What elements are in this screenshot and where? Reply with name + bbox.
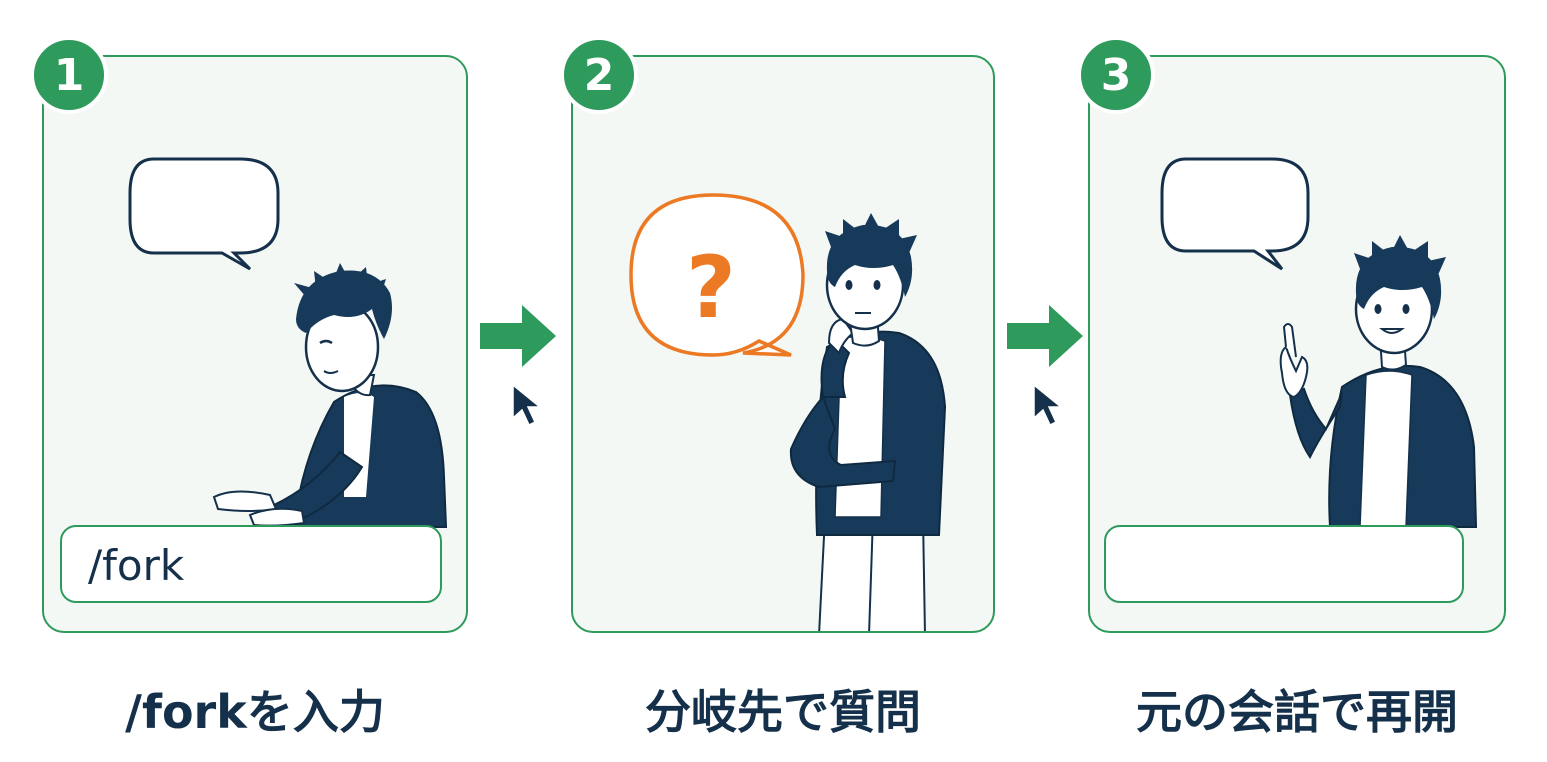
fork-command-text: /fork bbox=[88, 541, 185, 590]
resume-chat-input[interactable] bbox=[1104, 525, 1464, 603]
step-1-caption: /forkを入力 bbox=[125, 685, 385, 739]
right-arrow-icon bbox=[480, 305, 556, 367]
step-3-scene bbox=[1160, 157, 1478, 528]
speech-bubble-icon bbox=[1160, 157, 1310, 271]
question-mark-icon: ? bbox=[686, 238, 736, 338]
step-1-panel: /fork bbox=[42, 55, 468, 633]
mouse-cursor-icon bbox=[512, 383, 543, 427]
question-bubble: ? bbox=[629, 193, 805, 357]
step-3-caption: 元の会話で再開 bbox=[1136, 685, 1458, 739]
step-2-scene: ? bbox=[629, 193, 947, 631]
step-3-badge: 3 bbox=[1077, 36, 1155, 114]
step-2-badge: 2 bbox=[560, 36, 638, 114]
step-1-scene bbox=[128, 157, 448, 528]
step-1-badge: 1 bbox=[30, 36, 108, 114]
step-3-panel bbox=[1088, 55, 1506, 633]
right-arrow-icon bbox=[1007, 305, 1083, 367]
speech-bubble-icon bbox=[128, 157, 280, 271]
step-2-caption: 分岐先で質問 bbox=[645, 685, 921, 739]
person-pointing-illustration bbox=[1279, 235, 1478, 528]
person-thinking-illustration bbox=[789, 213, 947, 631]
fork-command-input[interactable]: /fork bbox=[60, 525, 442, 603]
person-typing-illustration bbox=[212, 263, 448, 528]
mouse-cursor-icon bbox=[1033, 383, 1064, 427]
step-2-panel: ? bbox=[571, 55, 995, 633]
